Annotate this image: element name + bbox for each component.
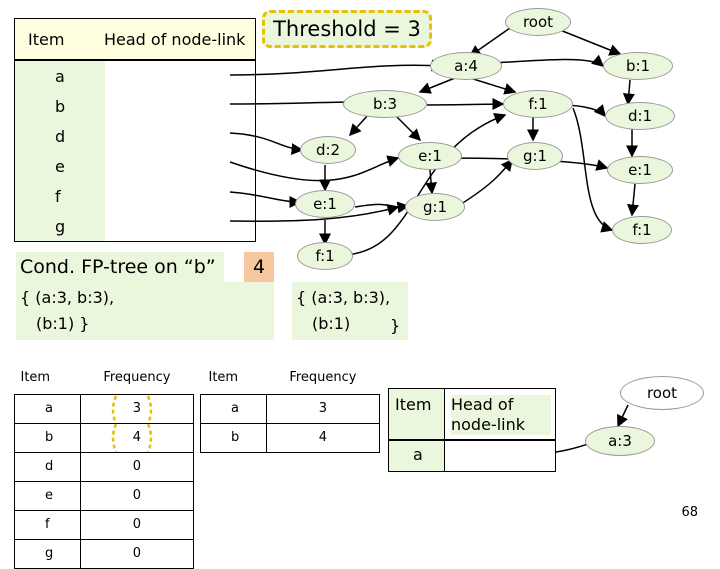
item-pointer-cell (105, 91, 255, 121)
item-pointer-cell (105, 151, 255, 181)
bottom-item-col (389, 389, 445, 439)
edge-root-a (468, 27, 511, 57)
link-g1-g1 (457, 158, 513, 207)
ptr-g (229, 203, 400, 222)
bottom-item-label: Item (395, 395, 432, 414)
item-label: f (15, 181, 105, 211)
cond-support: 4 (244, 252, 274, 282)
page-number: 68 (681, 505, 698, 520)
ptr-f (229, 191, 302, 208)
edge-e1-f1 (627, 183, 639, 217)
ptr-d (229, 132, 304, 156)
node-b1-top: b:1 (603, 52, 673, 80)
freq-left-cell: 4 (79, 422, 195, 453)
bottom-node-root: root (620, 376, 704, 410)
bottom-row-item: a (413, 445, 423, 464)
node-e1-low: e:1 (295, 190, 355, 218)
link-f1low-f1 (344, 113, 507, 256)
header-item-label: Item (28, 30, 65, 49)
edge-bottom-root-a3 (617, 404, 629, 428)
cond-right-close: } (390, 316, 401, 335)
node-e1-far: e:1 (607, 156, 673, 184)
cond-left-line1: { (a:3, b:3), (20, 288, 115, 307)
item-label: g (15, 211, 105, 241)
node-root: root (505, 8, 571, 36)
freq-right-cell: 3 (265, 393, 381, 424)
freq-left-cell: d (14, 451, 81, 482)
bottom-head-label: Head of node-link (451, 395, 551, 435)
item-pointer-cell (105, 181, 255, 211)
edge-a-b3 (418, 77, 456, 94)
header-table-head (14, 18, 256, 60)
item-row-e: e (15, 151, 255, 181)
freq-left-cell: 0 (79, 509, 195, 540)
node-f1-far: f:1 (612, 216, 672, 244)
threshold-box: Threshold = 3 (262, 10, 432, 48)
header-head-label: Head of node-link (104, 30, 246, 49)
node-d2: d:2 (300, 136, 356, 164)
item-pointer-cell (105, 121, 255, 151)
node-b3: b:3 (343, 90, 427, 118)
freq-left-cell: f (14, 509, 81, 540)
freq-right-cell: 4 (265, 422, 381, 453)
ptr-b (229, 96, 362, 109)
link-f1-f1far (572, 107, 614, 233)
item-row-f: f (15, 181, 255, 211)
node-e1-mid: e:1 (398, 142, 462, 170)
bottom-header-row: a (388, 440, 556, 472)
node-g1-right: g:1 (507, 142, 563, 170)
node-d1: d:1 (605, 102, 675, 130)
node-f1-right: f:1 (503, 90, 573, 118)
freq-left-head-item: Item (20, 370, 51, 386)
edge-root-b (559, 29, 622, 56)
freq-left-cell: 0 (79, 451, 195, 482)
edge-b3-e1 (394, 114, 422, 142)
edge-a-f1 (469, 77, 517, 95)
item-pointer-cell (105, 61, 255, 91)
freq-left-cell: 0 (79, 538, 195, 569)
item-row-b: b (15, 91, 255, 121)
freq-right-cell: a (200, 393, 267, 424)
bottom-header-table: Item Head of node-link (388, 388, 556, 440)
edge-e1-g1 (425, 169, 438, 195)
cond-box-right: { (a:3, b:3), (b:1) } (292, 282, 408, 340)
freq-right-cell: b (200, 422, 267, 453)
item-label: a (15, 61, 105, 91)
freq-right-head-item: Item (208, 370, 239, 386)
item-row-g: g (15, 211, 255, 241)
freq-left-cell: a (14, 393, 81, 424)
node-g1-low: g:1 (405, 193, 465, 221)
cond-right-line2: (b:1) (312, 314, 351, 333)
edge-b3-d2 (348, 114, 369, 137)
cond-title: Cond. FP-tree on “b” (16, 252, 224, 282)
item-table: a b d e f g (14, 60, 256, 242)
link-b3-f1 (426, 98, 505, 111)
cond-left-line2: (b:1) } (36, 314, 90, 333)
item-row-d: d (15, 121, 255, 151)
node-a4: a:4 (430, 52, 502, 80)
link-e1-g1 (354, 201, 410, 214)
cond-box-left: { (a:3, b:3), (b:1) } (16, 282, 274, 340)
item-label: b (15, 91, 105, 121)
item-row-a: a (15, 61, 255, 91)
ptr-a (229, 59, 444, 76)
cond-right-line1: { (a:3, b:3), (296, 288, 391, 307)
edge-b1-d1 (622, 79, 635, 106)
node-f1-low: f:1 (297, 242, 353, 270)
item-label: e (15, 151, 105, 181)
item-label: d (15, 121, 105, 151)
freq-left-cell: b (14, 422, 81, 453)
item-pointer-cell (105, 211, 255, 241)
freq-left-cell: 3 (79, 393, 195, 424)
bottom-node-a3: a:3 (585, 426, 655, 456)
freq-left-head-freq: Frequency (103, 370, 171, 386)
freq-right-head-freq: Frequency (289, 370, 357, 386)
freq-left-cell: 0 (79, 480, 195, 511)
bottom-row-item-cell (389, 441, 445, 471)
ptr-e (229, 155, 400, 182)
freq-left-cell: e (14, 480, 81, 511)
freq-left-cell: g (14, 538, 81, 569)
